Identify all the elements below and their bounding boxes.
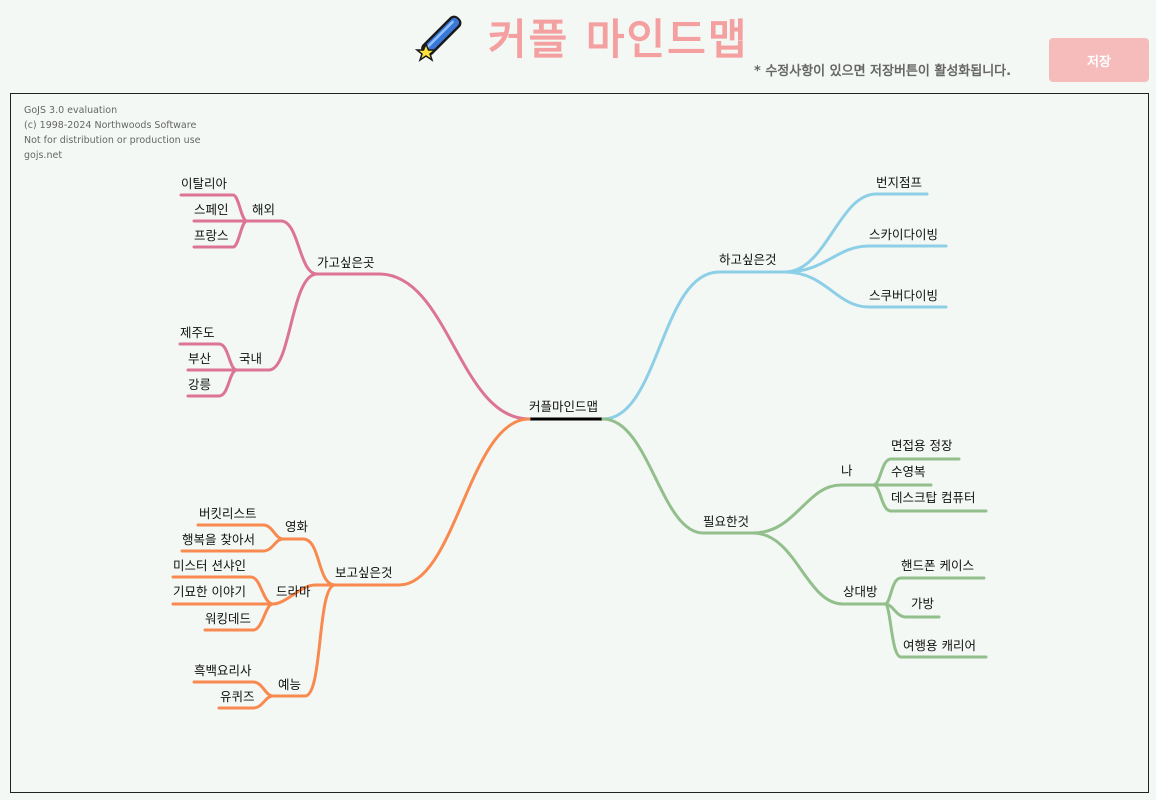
watermark-line: GoJS 3.0 evaluation: [24, 105, 118, 116]
node-drama[interactable]: 드라마: [276, 584, 311, 599]
watermark-line: Not for distribution or production use: [24, 135, 201, 146]
node-walking-dead[interactable]: 워킹데드: [205, 611, 251, 626]
gojs-watermark: GoJS 3.0 evaluation (c) 1998-2024 Northw…: [24, 103, 201, 163]
node-travel[interactable]: 가고싶은곳: [317, 255, 375, 270]
node-skydiving[interactable]: 스카이다이빙: [869, 227, 938, 242]
save-notice: * 수정사항이 있으면 저장버튼이 활성화됩니다.: [754, 64, 1012, 79]
node-gangneung[interactable]: 강릉: [188, 377, 211, 392]
node-needs-me[interactable]: 나: [841, 463, 853, 478]
branch-watch-links: [171, 417, 531, 710]
app-header: 커플 마인드맵 * 수정사항이 있으면 저장버튼이 활성화됩니다. 저장: [0, 0, 1156, 92]
node-you-quiz[interactable]: 유퀴즈: [220, 689, 255, 704]
node-pursuit-happyness[interactable]: 행복을 찾아서: [182, 532, 255, 547]
node-root[interactable]: 커플마인드맵: [529, 399, 598, 414]
node-needs[interactable]: 필요한것: [703, 514, 749, 529]
node-desktop[interactable]: 데스크탑 컴퓨터: [891, 490, 975, 505]
node-suit[interactable]: 면접용 정장: [891, 438, 953, 453]
node-bucket-list[interactable]: 버킷리스트: [199, 506, 257, 521]
mindmap-diagram: 커플마인드맵 가고싶은곳 해외 이탈리아 스페인 프랑스 국내 제주도 부산 강…: [171, 175, 988, 710]
node-mr-sunshine[interactable]: 미스터 션샤인: [173, 558, 246, 573]
mindmap-canvas[interactable]: GoJS 3.0 evaluation (c) 1998-2024 Northw…: [10, 93, 1149, 793]
node-italy[interactable]: 이탈리아: [181, 176, 228, 191]
watermark-line: gojs.net: [24, 150, 63, 161]
node-spain[interactable]: 스페인: [194, 202, 229, 217]
branch-travel-links: [178, 193, 531, 421]
shooting-star-pencil-icon: [414, 15, 462, 62]
node-stranger-things[interactable]: 기묘한 이야기: [173, 584, 246, 599]
node-bag[interactable]: 가방: [911, 596, 935, 611]
node-bungee[interactable]: 번지점프: [876, 175, 922, 190]
branch-needs-links: [601, 417, 988, 659]
node-jeju[interactable]: 제주도: [180, 325, 215, 340]
node-todo[interactable]: 하고싶은것: [719, 252, 777, 267]
node-travel-domestic[interactable]: 국내: [239, 351, 262, 366]
node-travel-abroad[interactable]: 해외: [252, 202, 275, 217]
node-suitcase[interactable]: 여행용 캐리어: [903, 638, 976, 653]
node-france[interactable]: 프랑스: [194, 228, 229, 243]
save-button[interactable]: 저장: [1049, 38, 1149, 82]
node-culinary-class-wars[interactable]: 흑백요리사: [194, 663, 252, 678]
node-movie[interactable]: 영화: [285, 519, 309, 534]
page-title: 커플 마인드맵: [488, 15, 749, 64]
watermark-line: (c) 1998-2024 Northwoods Software: [24, 120, 197, 131]
node-busan[interactable]: 부산: [188, 351, 212, 366]
node-swimsuit[interactable]: 수영복: [891, 464, 926, 479]
branch-todo-links: [601, 192, 948, 421]
node-variety[interactable]: 예능: [278, 677, 301, 692]
node-needs-partner[interactable]: 상대방: [843, 584, 878, 599]
node-phone-case[interactable]: 핸드폰 케이스: [901, 558, 974, 573]
node-scuba[interactable]: 스쿠버다이빙: [869, 288, 938, 303]
node-watch[interactable]: 보고싶은것: [335, 565, 393, 580]
